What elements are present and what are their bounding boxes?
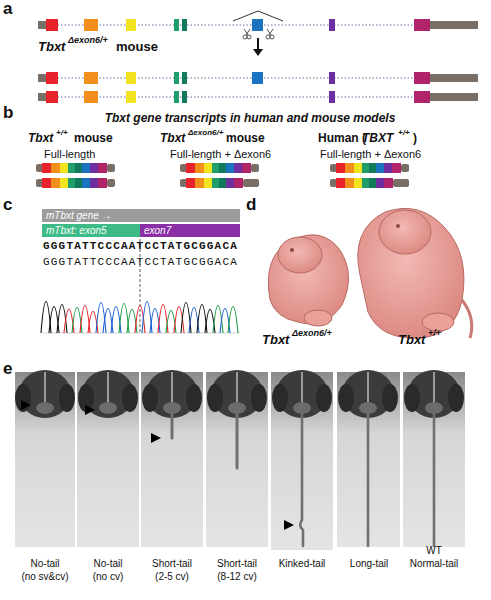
phenotype-caption: (8-12 cv) bbox=[217, 571, 256, 582]
genotype-label: mouse bbox=[74, 132, 113, 145]
phenotype-caption: Short-tail bbox=[152, 558, 192, 569]
phenotype-caption: Short-tail bbox=[217, 558, 257, 569]
exon-bar: exon7 bbox=[140, 224, 240, 237]
phenotype-caption: Long-tail bbox=[350, 558, 388, 569]
panel-letter: c bbox=[3, 196, 12, 215]
genotype-label: ) bbox=[413, 132, 417, 145]
genotype-label: Human ( bbox=[318, 132, 366, 145]
genotype-label: Tbxt bbox=[28, 132, 53, 145]
reference-sequence: GGGTATTCCCAATCCTATGCGGACA bbox=[43, 240, 238, 252]
transcript-label: Full-length + Δexon6 bbox=[320, 148, 421, 160]
genotype-superscript: Δexon6/+ bbox=[68, 36, 108, 46]
phenotype-caption: No-tail bbox=[31, 558, 60, 569]
transcript-label: Full-length + Δexon6 bbox=[170, 148, 271, 160]
read-sequence: GGGTATTCCCAATCCTATGCGGACA bbox=[43, 256, 238, 268]
phenotype-caption: WT bbox=[426, 545, 442, 556]
phenotype-caption: Normal-tail bbox=[410, 558, 458, 569]
phenotype-caption: Kinked-tail bbox=[279, 558, 326, 569]
bar-label: exon7 bbox=[144, 225, 171, 236]
genotype-superscript: +/+ bbox=[56, 129, 68, 138]
panel-letter: d bbox=[246, 196, 256, 215]
genotype-superscript: +/+ bbox=[428, 329, 441, 339]
genotype-label: Tbxt bbox=[160, 132, 185, 145]
exon-bar: mTbxt: exon5 bbox=[42, 224, 140, 237]
gene-bar: mTbxt gene → bbox=[42, 209, 240, 222]
phenotype-caption: (2-5 cv) bbox=[155, 571, 189, 582]
bar-label: mTbxt: exon5 bbox=[46, 225, 107, 236]
genotype-label: Tbxt bbox=[38, 40, 65, 54]
panel-letter: b bbox=[3, 104, 13, 123]
genotype-label: Tbxt bbox=[262, 333, 289, 347]
panel-heading: Tbxt gene transcripts in human and mouse… bbox=[105, 112, 396, 125]
phenotype-caption: (no sv&cv) bbox=[21, 571, 68, 582]
genotype-label: Tbxt bbox=[398, 333, 425, 347]
phenotype-caption: (no cv) bbox=[93, 571, 124, 582]
panel-letter: e bbox=[3, 360, 12, 379]
phenotype-caption: No-tail bbox=[94, 558, 123, 569]
genotype-label: TBXT bbox=[362, 132, 393, 145]
genotype-superscript: Δexon6/+ bbox=[292, 329, 332, 339]
genotype-superscript: Δexon6/+ bbox=[188, 129, 223, 138]
genotype-superscript: +/+ bbox=[398, 129, 410, 138]
genotype-label: mouse bbox=[116, 40, 158, 54]
transcript-label: Full-length bbox=[44, 148, 95, 160]
bar-label: mTbxt gene → bbox=[46, 210, 112, 221]
genotype-label: mouse bbox=[226, 132, 265, 145]
panel-letter: a bbox=[3, 0, 12, 19]
